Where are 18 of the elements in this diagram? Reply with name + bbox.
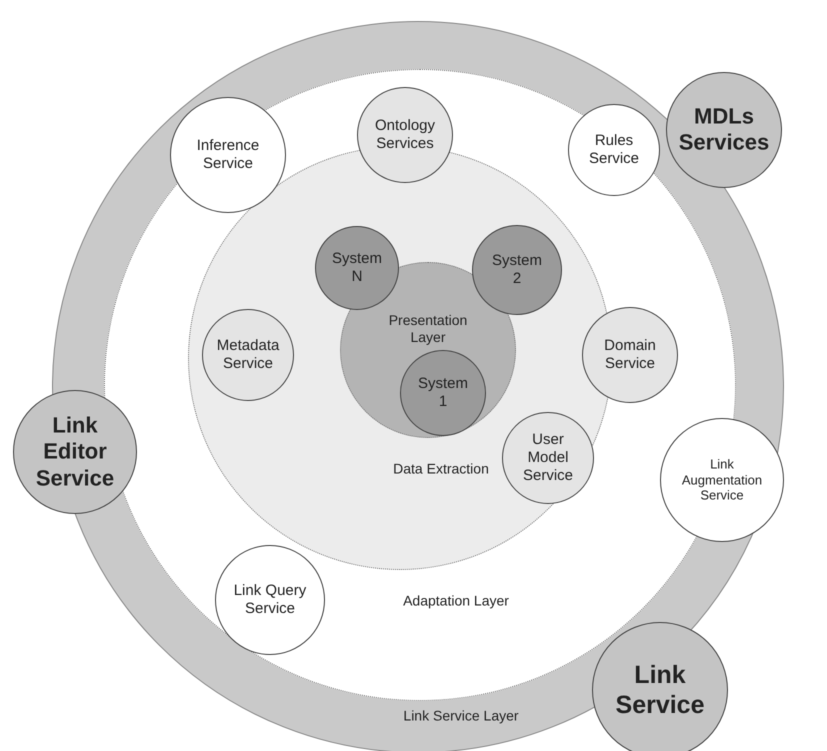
service-label: Metadata Service (216, 337, 280, 373)
layer-label: Adaptation Layer (403, 592, 509, 610)
service-label: System 2 (490, 252, 543, 288)
service-label: User Model Service (522, 431, 574, 485)
service-label: System 1 (416, 375, 469, 411)
service-label: Domain Service (603, 337, 657, 373)
layer-label: Data Extraction (393, 460, 489, 478)
layer-label: Presentation Layer (388, 312, 468, 346)
service-label: Inference Service (196, 137, 260, 173)
service-label: System N (330, 250, 383, 286)
service-label: Link Service (614, 660, 706, 720)
service-label: MDLs Services (678, 104, 770, 156)
service-label: Link Augmentation Service (680, 456, 764, 504)
service-label: Rules Service (588, 132, 640, 168)
layer-label: Link Service Layer (403, 708, 519, 724)
service-label: Ontology Services (374, 117, 436, 153)
service-label: Link Editor Service (34, 412, 116, 492)
service-label: Link Query Service (232, 582, 308, 618)
